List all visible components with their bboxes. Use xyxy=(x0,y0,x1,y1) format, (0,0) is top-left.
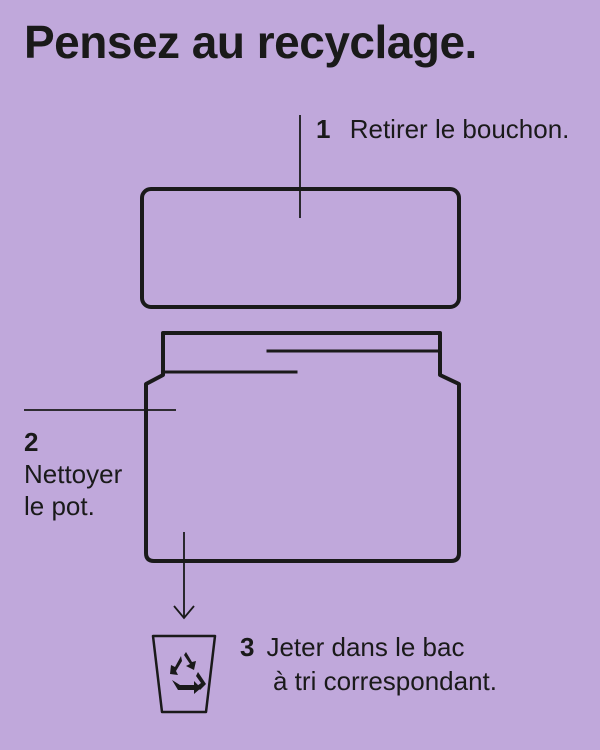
step2-label: 2 Nettoyer le pot. xyxy=(24,426,144,522)
step3-label: 3 Jeter dans le bac à tri correspondant. xyxy=(240,630,497,698)
step1-number: 1 xyxy=(316,114,331,144)
step1-text: Retirer le bouchon. xyxy=(349,114,570,144)
step2-number: 2 xyxy=(24,427,39,457)
step1-label: 1 Retirer le bouchon. xyxy=(316,112,569,146)
step2-text: Nettoyer le pot. xyxy=(24,459,123,521)
recycle-bin-icon xyxy=(151,634,217,714)
jar-body xyxy=(144,331,461,563)
step3-text-line1: Jeter dans le bac xyxy=(266,632,465,662)
recycle-symbol-icon xyxy=(170,652,206,694)
step3-number: 3 xyxy=(240,632,255,662)
page-title: Pensez au recyclage. xyxy=(24,16,477,68)
step3-text-line2: à tri correspondant. xyxy=(273,666,498,696)
arrow-down-icon xyxy=(173,605,195,620)
